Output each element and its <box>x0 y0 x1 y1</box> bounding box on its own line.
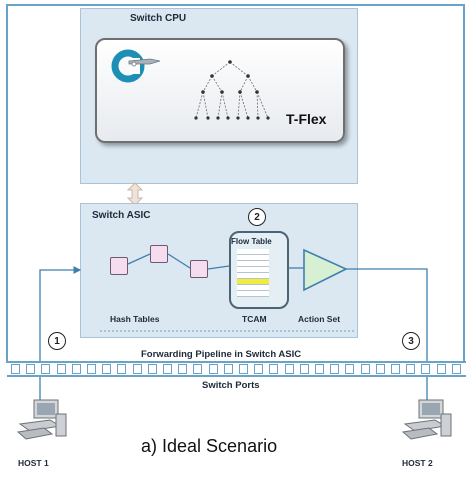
switch-port <box>345 364 355 374</box>
switch-port <box>391 364 400 374</box>
switch-port <box>208 364 218 374</box>
step-2-marker: 2 <box>248 208 266 226</box>
switch-asic-title: Switch ASIC <box>92 210 151 221</box>
flow-table-row <box>237 267 269 273</box>
switch-port <box>41 364 51 374</box>
switch-port <box>254 364 264 374</box>
action-set-label: Action Set <box>298 314 341 324</box>
flow-table-title: Flow Table <box>231 237 272 246</box>
switch-port <box>330 364 340 374</box>
switch-port <box>26 364 36 374</box>
host1-computer-icon <box>16 399 67 440</box>
switch-port <box>406 364 416 374</box>
switch-port <box>421 364 431 374</box>
hash-tables-label: Hash Tables <box>110 314 160 324</box>
tflex-label: T-Flex <box>286 111 327 127</box>
tree-structure-icon <box>195 61 269 119</box>
switch-port <box>11 364 20 374</box>
switch-ports <box>7 363 466 375</box>
tcam-label: TCAM <box>242 314 267 324</box>
flow-table-row-highlighted <box>237 279 269 285</box>
switch-port <box>360 364 370 374</box>
switch-port <box>147 364 157 374</box>
host2-label: HOST 2 <box>402 458 433 468</box>
switch-port <box>87 364 96 374</box>
switch-port <box>163 364 172 374</box>
flow-table-row <box>237 255 269 261</box>
pipeline-label: Forwarding Pipeline in Switch ASIC <box>141 349 302 360</box>
switch-port <box>451 364 461 374</box>
hash-table-node <box>150 245 168 263</box>
action-set-triangle <box>303 248 348 292</box>
flow-table-row <box>237 249 269 255</box>
switch-port <box>436 364 446 374</box>
step-1-marker: 1 <box>48 332 66 350</box>
host2-computer-icon <box>401 399 452 440</box>
figure-caption: a) Ideal Scenario <box>141 436 278 456</box>
switch-port <box>299 364 309 374</box>
flow-table-row <box>237 285 269 291</box>
switch-port <box>375 364 385 374</box>
switch-port <box>132 364 142 374</box>
host1-label: HOST 1 <box>18 458 49 468</box>
switch-port <box>239 364 248 374</box>
switch-port <box>269 364 279 374</box>
switch-port <box>56 364 66 374</box>
switch-port <box>284 364 294 374</box>
switch-port <box>71 364 81 374</box>
hash-table-node <box>110 257 128 275</box>
step-3-marker: 3 <box>402 332 420 350</box>
switch-port <box>223 364 233 374</box>
switch-port <box>315 364 324 374</box>
flow-table-row <box>237 291 269 297</box>
switch-port <box>117 364 127 374</box>
switch-cpu-title: Switch CPU <box>130 13 187 24</box>
flow-table-row <box>237 261 269 267</box>
switch-port <box>102 364 112 374</box>
app-logo-icon <box>111 49 161 83</box>
hash-table-node <box>190 260 208 278</box>
switch-ports-label: Switch Ports <box>202 380 260 391</box>
flow-table-row <box>237 273 269 279</box>
switch-port <box>193 364 203 374</box>
switch-port <box>178 364 188 374</box>
